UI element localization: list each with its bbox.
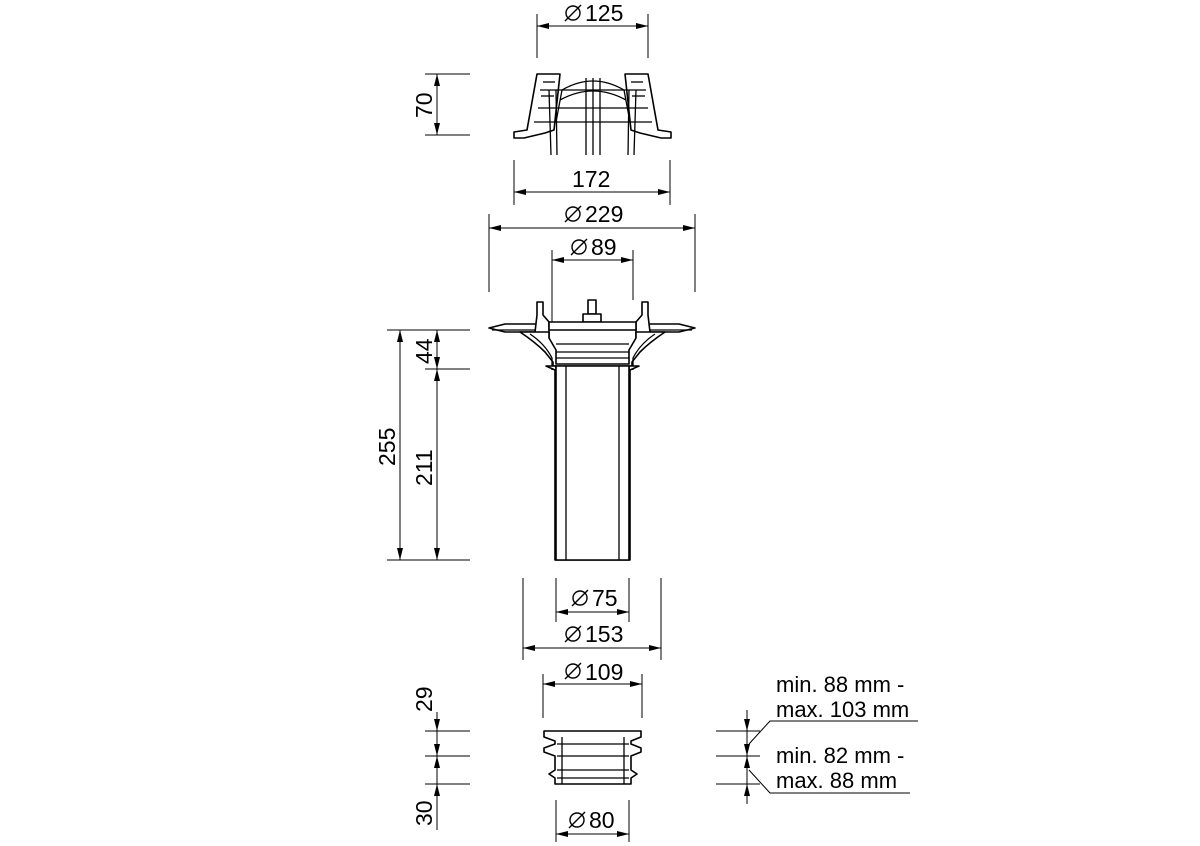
dim-flange-diameter: 229 <box>488 201 696 292</box>
dim-adapter-height-top: 29 <box>411 686 470 757</box>
dim-label-75: 75 <box>592 585 618 611</box>
dim-pipe-height: 211 <box>411 369 440 560</box>
dim-adapter-top-diameter: 109 <box>542 659 643 718</box>
note-range-2-line-2: max. 88 mm <box>776 768 897 793</box>
dim-label-153: 153 <box>585 621 623 647</box>
dim-adapter-height-bottom: 30 <box>411 756 470 830</box>
dim-label-211: 211 <box>411 449 437 486</box>
dim-label-255: 255 <box>374 428 400 466</box>
dim-grate-diameter: 125 <box>536 0 649 58</box>
dim-grate-base-width: 172 <box>513 160 671 205</box>
dim-flange-height: 44 <box>411 330 470 370</box>
dim-label-89: 89 <box>591 234 617 260</box>
dim-label-80: 80 <box>589 807 615 833</box>
dim-label-125: 125 <box>585 0 623 26</box>
note-range-2-line-1: min. 82 mm - <box>776 743 904 768</box>
insertion-range-indicator <box>716 710 918 804</box>
dim-total-height: 255 <box>374 329 470 561</box>
dim-label-70: 70 <box>411 92 437 118</box>
dim-label-229: 229 <box>585 201 623 227</box>
dim-label-44: 44 <box>411 338 437 364</box>
dim-body-inner-diameter: 89 <box>551 234 634 330</box>
dim-outlet-flange-diameter: 153 <box>522 578 662 660</box>
note-range-1-line-2: max. 103 mm <box>776 697 909 722</box>
dim-adapter-bottom-diameter: 80 <box>555 800 630 842</box>
dim-label-109: 109 <box>585 659 623 685</box>
dim-label-172: 172 <box>572 166 610 192</box>
grate-part <box>513 73 672 156</box>
note-range-1-line-1: min. 88 mm - <box>776 672 904 697</box>
dim-label-29: 29 <box>411 686 437 712</box>
adapter-part <box>543 730 642 785</box>
dim-label-30: 30 <box>411 800 437 826</box>
dim-grate-height: 70 <box>411 73 470 136</box>
drain-body-part <box>488 299 696 561</box>
dim-outlet-diameter: 75 <box>555 578 630 622</box>
